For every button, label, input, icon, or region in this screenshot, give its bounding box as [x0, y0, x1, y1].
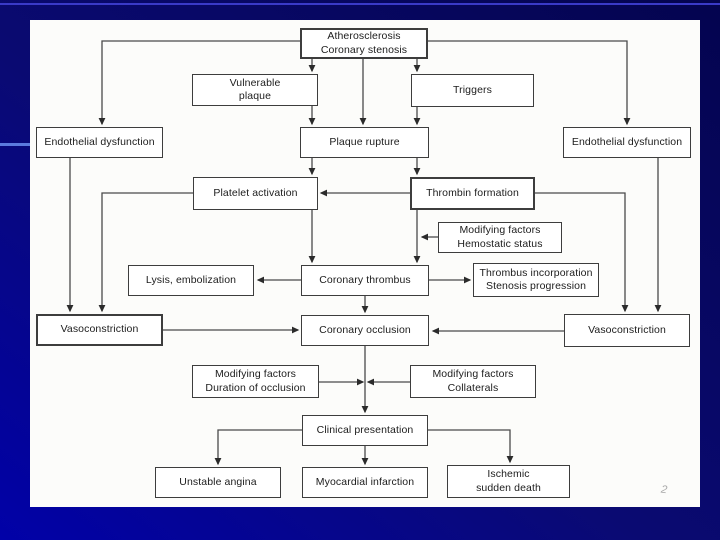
node-endothelial-right: Endothelial dysfunction	[563, 127, 691, 158]
node-modifying-collaterals: Modifying factors Collaterals	[410, 365, 536, 398]
node-triggers: Triggers	[411, 74, 534, 107]
node-platelet-activation: Platelet activation	[193, 177, 318, 210]
node-myocardial-infarction: Myocardial infarction	[302, 467, 428, 498]
node-coronary-occlusion: Coronary occlusion	[301, 315, 429, 346]
node-coronary-thrombus: Coronary thrombus	[301, 265, 429, 296]
node-lysis-embolization: Lysis, embolization	[128, 265, 254, 296]
node-vasoconstriction-right: Vasoconstriction	[564, 314, 690, 347]
connector-lines	[66, 40, 662, 466]
edge-clinical-unstable	[214, 429, 302, 466]
node-endothelial-left: Endothelial dysfunction	[36, 127, 163, 158]
node-vulnerable-plaque: Vulnerable plaque	[192, 74, 318, 106]
node-modifying-duration: Modifying factors Duration of occlusion	[192, 365, 319, 398]
edge-athero-endoleft	[98, 40, 300, 126]
edge-thrombin-vasoright	[535, 192, 629, 313]
node-vasoconstriction-left: Vasoconstriction	[36, 314, 163, 346]
diagram-panel: Atherosclerosis Coronary stenosis Vulner…	[30, 20, 700, 507]
node-unstable-angina: Unstable angina	[155, 467, 281, 498]
node-ischemic-sudden-death: Ischemic sudden death	[447, 465, 570, 498]
node-thrombus-incorporation: Thrombus incorporation Stenosis progress…	[473, 263, 599, 297]
node-thrombin-formation: Thrombin formation	[410, 177, 535, 210]
top-accent-line	[0, 3, 720, 5]
edge-athero-endoright	[428, 40, 631, 126]
edge-clinical-ischemic	[428, 429, 514, 464]
node-modifying-hemostatic: Modifying factors Hemostatic status	[438, 222, 562, 253]
node-plaque-rupture: Plaque rupture	[300, 127, 429, 158]
node-clinical-presentation: Clinical presentation	[302, 415, 428, 446]
left-accent-line	[0, 143, 30, 146]
node-atherosclerosis: Atherosclerosis Coronary stenosis	[300, 28, 428, 59]
edge-platelet-vasoleft	[98, 192, 193, 313]
